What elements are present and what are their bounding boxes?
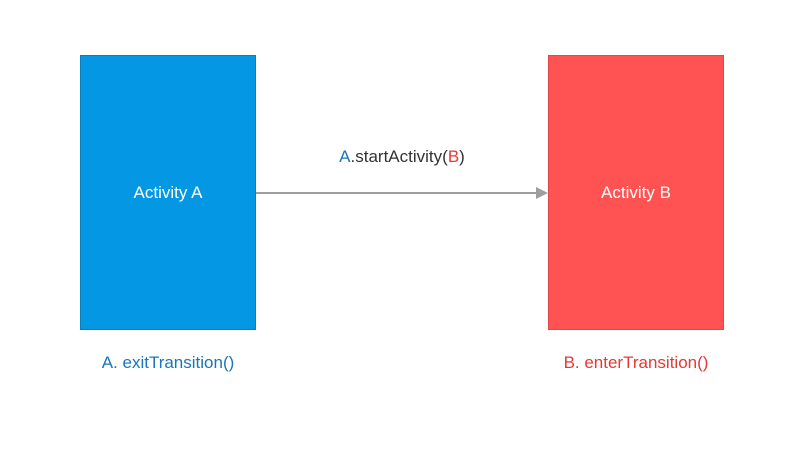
call-close: ) <box>459 147 465 166</box>
exit-transition-label: A. exitTransition() <box>101 353 235 372</box>
call-method: .startActivity( <box>350 147 448 166</box>
call-target: B <box>447 147 460 166</box>
start-activity-call: A.startActivity(B) <box>0 147 804 167</box>
arrow-head <box>536 187 548 199</box>
activity-a-label: Activity A <box>133 182 203 202</box>
activity-b-label: Activity B <box>601 182 671 202</box>
call-caller: A <box>339 147 351 166</box>
enter-transition-label: B. enterTransition() <box>563 353 709 372</box>
activity-b-box: Activity B <box>548 55 724 330</box>
activity-a-box: Activity A <box>80 55 256 330</box>
